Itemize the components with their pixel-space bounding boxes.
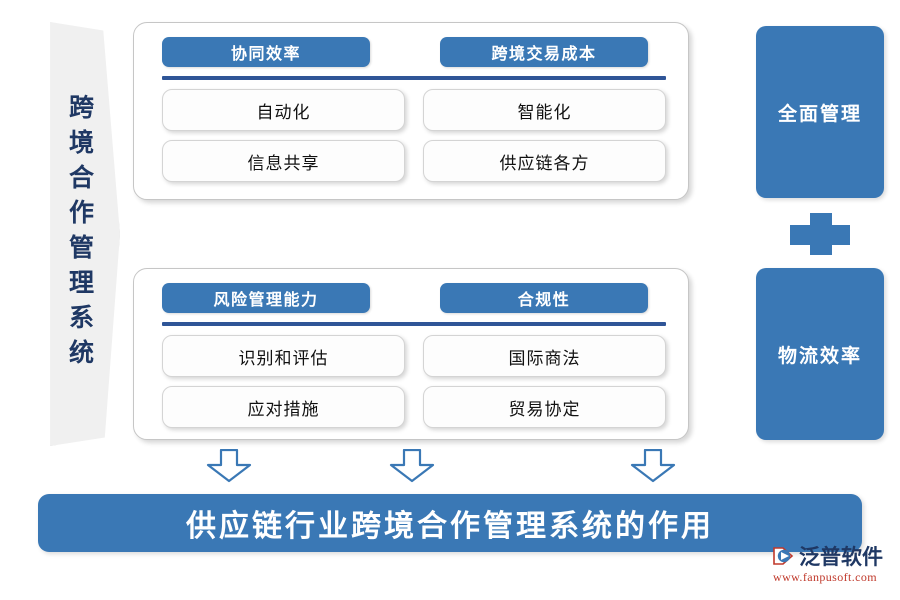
panel-risk-compliance: 风险管理能力 合规性 识别和评估 应对措施 国际商法 贸易协定 <box>133 268 689 440</box>
panel-header-1[interactable]: 协同效率 <box>162 37 370 67</box>
brand-logo-name: 泛普软件 <box>799 545 883 569</box>
panel-divider <box>162 76 666 80</box>
panel-items-column-2: 国际商法 贸易协定 <box>423 335 666 428</box>
bottom-banner-title: 供应链行业跨境合作管理系统的作用 <box>186 510 714 543</box>
item-box[interactable]: 国际商法 <box>423 335 666 377</box>
panel-items-column-1: 自动化 信息共享 <box>162 89 405 182</box>
left-arrow-banner-label: 跨境合作管理系统 <box>65 94 93 374</box>
right-box-comprehensive-management[interactable]: 全面管理 <box>756 26 884 198</box>
arrow-down-icon <box>206 449 252 483</box>
plus-icon <box>790 213 850 255</box>
panel-items-row: 自动化 信息共享 智能化 供应链各方 <box>162 89 666 182</box>
item-box[interactable]: 智能化 <box>423 89 666 131</box>
panel-inner: 协同效率 跨境交易成本 自动化 信息共享 智能化 供应链各方 <box>162 37 666 187</box>
item-box[interactable]: 应对措施 <box>162 386 405 428</box>
arrow-down-icon <box>389 449 435 483</box>
item-box[interactable]: 识别和评估 <box>162 335 405 377</box>
panel-header-row: 协同效率 跨境交易成本 <box>162 37 666 67</box>
bottom-banner: 供应链行业跨境合作管理系统的作用 <box>38 494 862 552</box>
panel-header-row: 风险管理能力 合规性 <box>162 283 666 313</box>
item-box[interactable]: 信息共享 <box>162 140 405 182</box>
panel-header-2[interactable]: 跨境交易成本 <box>440 37 648 67</box>
item-box[interactable]: 自动化 <box>162 89 405 131</box>
arrow-down-icon <box>630 449 676 483</box>
panel-collaboration: 协同效率 跨境交易成本 自动化 信息共享 智能化 供应链各方 <box>133 22 689 200</box>
panel-items-row: 识别和评估 应对措施 国际商法 贸易协定 <box>162 335 666 428</box>
panel-divider <box>162 322 666 326</box>
plus-icon-vertical-bar <box>810 213 832 255</box>
brand-logo-url: www.fanpusoft.com <box>773 570 878 584</box>
item-box[interactable]: 贸易协定 <box>423 386 666 428</box>
brand-logo: 泛普软件 www.fanpusoft.com <box>772 542 894 588</box>
panel-inner: 风险管理能力 合规性 识别和评估 应对措施 国际商法 贸易协定 <box>162 283 666 428</box>
right-box-logistics-efficiency[interactable]: 物流效率 <box>756 268 884 440</box>
panel-items-column-2: 智能化 供应链各方 <box>423 89 666 182</box>
panel-header-1[interactable]: 风险管理能力 <box>162 283 370 313</box>
item-box[interactable]: 供应链各方 <box>423 140 666 182</box>
panel-items-column-1: 识别和评估 应对措施 <box>162 335 405 428</box>
fanpu-logo-icon <box>773 546 794 565</box>
panel-header-2[interactable]: 合规性 <box>440 283 648 313</box>
brand-logo-row: 泛普软件 <box>772 542 894 569</box>
left-arrow-banner-shape <box>50 22 120 446</box>
